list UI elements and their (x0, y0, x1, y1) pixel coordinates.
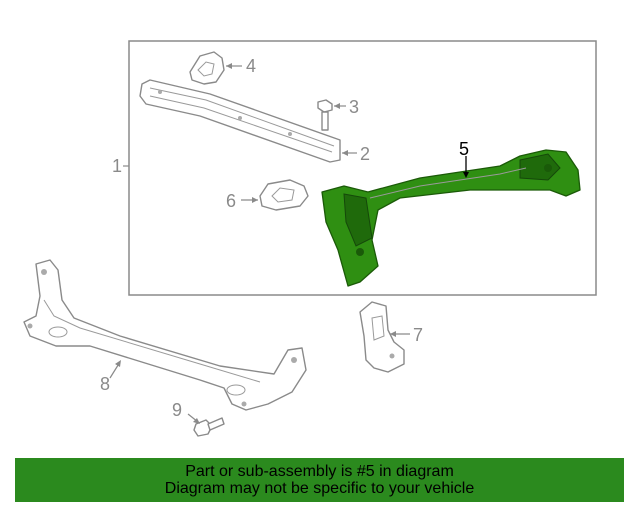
part-5-lower-tie-bar-highlighted[interactable] (321, 149, 581, 287)
parts-diagram: 1 4 2 3 6 5 (23, 40, 597, 437)
part-2-upper-tie-bar[interactable] (139, 79, 341, 163)
part-3-bolt[interactable] (317, 99, 333, 131)
part-4-bracket[interactable] (189, 51, 225, 85)
assembly-1-frame (128, 40, 597, 296)
part-6-mount-bracket[interactable] (259, 179, 309, 211)
banner-line-1: Part or sub-assembly is #5 in diagram (185, 463, 454, 480)
callout-6[interactable]: 6 (226, 191, 236, 211)
part-9-bolt[interactable] (193, 417, 225, 437)
callout-1[interactable]: 1 (112, 156, 122, 176)
banner-line-2: Diagram may not be specific to your vehi… (164, 480, 475, 497)
callout-4[interactable]: 4 (246, 56, 256, 76)
callout-2[interactable]: 2 (360, 144, 370, 164)
callout-7[interactable]: 7 (413, 325, 423, 345)
callout-5[interactable]: 5 (459, 139, 469, 159)
part-7-side-bracket[interactable] (359, 301, 405, 373)
callout-9[interactable]: 9 (172, 400, 182, 420)
callout-8[interactable]: 8 (100, 374, 110, 394)
highlight-info-banner: Part or sub-assembly is #5 in diagram Di… (15, 458, 624, 502)
callout-3[interactable]: 3 (349, 97, 359, 117)
part-8-crossmember[interactable] (23, 259, 307, 411)
